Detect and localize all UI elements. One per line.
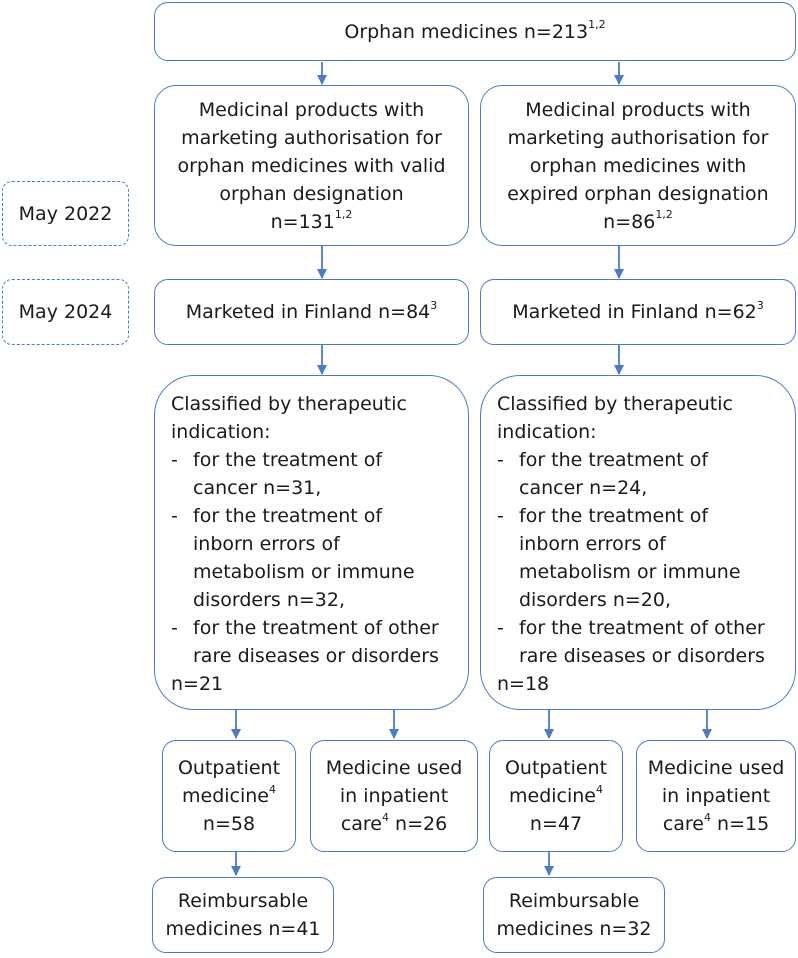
inpatient-right-box: Medicine used in inpatient care4 n=15 — [636, 740, 796, 852]
classification-left-box: Classified by therapeutic indication: - … — [154, 375, 469, 710]
date-label-2024: May 2024 — [2, 279, 129, 345]
valid-designation-box: Medicinal products with marketing author… — [154, 85, 469, 246]
classification-right-box: Classified by therapeutic indication: - … — [480, 375, 796, 710]
orphan-medicines-box: Orphan medicines n=2131,2 — [154, 2, 796, 61]
valid-count: n=131 — [270, 210, 335, 233]
indication-item-other: - for the treatment of other rare diseas… — [171, 617, 439, 667]
expired-count: n=86 — [603, 210, 656, 233]
indication-item-cancer: - for the treatment of cancer n=24, — [497, 449, 709, 499]
reimbursable-right-box: Reimbursable medicines n=32 — [483, 877, 665, 953]
indication-item-metabolism: - for the treatment of inborn errors of … — [171, 505, 415, 611]
orphan-medicines-text: Orphan medicines n=213 — [344, 20, 589, 43]
marketed-left-box: Marketed in Finland n=843 — [154, 279, 469, 345]
reimbursable-left-box: Reimbursable medicines n=41 — [152, 877, 334, 953]
marketed-right-box: Marketed in Finland n=623 — [480, 279, 796, 345]
indication-item-metabolism: - for the treatment of inborn errors of … — [497, 505, 741, 611]
indication-item-other: - for the treatment of other rare diseas… — [497, 617, 765, 667]
outpatient-right-box: Outpatient medicine4 n=47 — [489, 740, 623, 852]
date-label-2022: May 2022 — [2, 181, 129, 246]
outpatient-left-box: Outpatient medicine4 n=58 — [162, 740, 296, 852]
indication-item-cancer: - for the treatment of cancer n=31, — [171, 449, 383, 499]
expired-designation-box: Medicinal products with marketing author… — [480, 85, 796, 246]
inpatient-left-box: Medicine used in inpatient care4 n=26 — [310, 740, 478, 852]
